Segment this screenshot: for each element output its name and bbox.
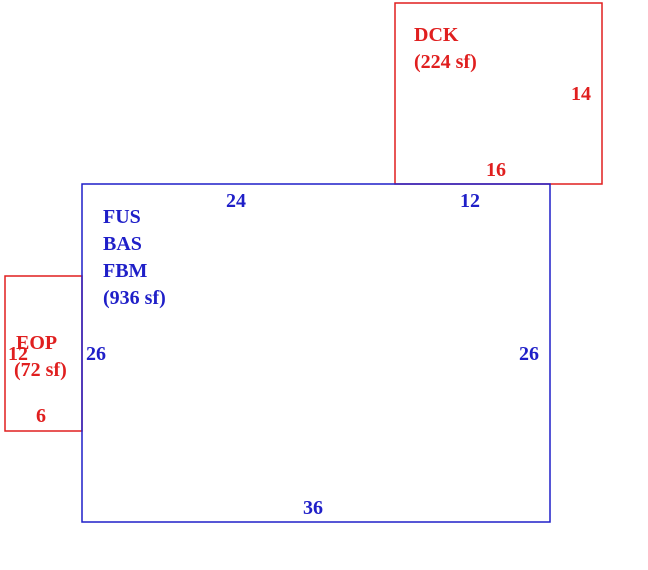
main-dimension-top-right: 12 (460, 190, 480, 212)
deck-dimension-right: 14 (571, 83, 591, 105)
main-structure-outline (81, 183, 551, 523)
deck-code: DCK (414, 24, 459, 46)
porch-area: (72 sf) (14, 359, 67, 381)
deck-dimension-bottom: 16 (486, 159, 506, 181)
porch-code: EOP (16, 332, 57, 354)
porch-dimension-left: 12 (8, 343, 28, 365)
main-code-fbm: FBM (103, 260, 148, 282)
main-dimension-bottom: 36 (303, 497, 323, 519)
main-code-bas: BAS (103, 233, 142, 255)
porch-dimension-bottom: 6 (36, 405, 46, 427)
main-dimension-top-left: 24 (226, 190, 246, 212)
main-area: (936 sf) (103, 287, 166, 309)
main-code-fus: FUS (103, 206, 141, 228)
main-dimension-left: 26 (86, 343, 106, 365)
deck-area: (224 sf) (414, 51, 477, 73)
main-dimension-right: 26 (519, 343, 539, 365)
